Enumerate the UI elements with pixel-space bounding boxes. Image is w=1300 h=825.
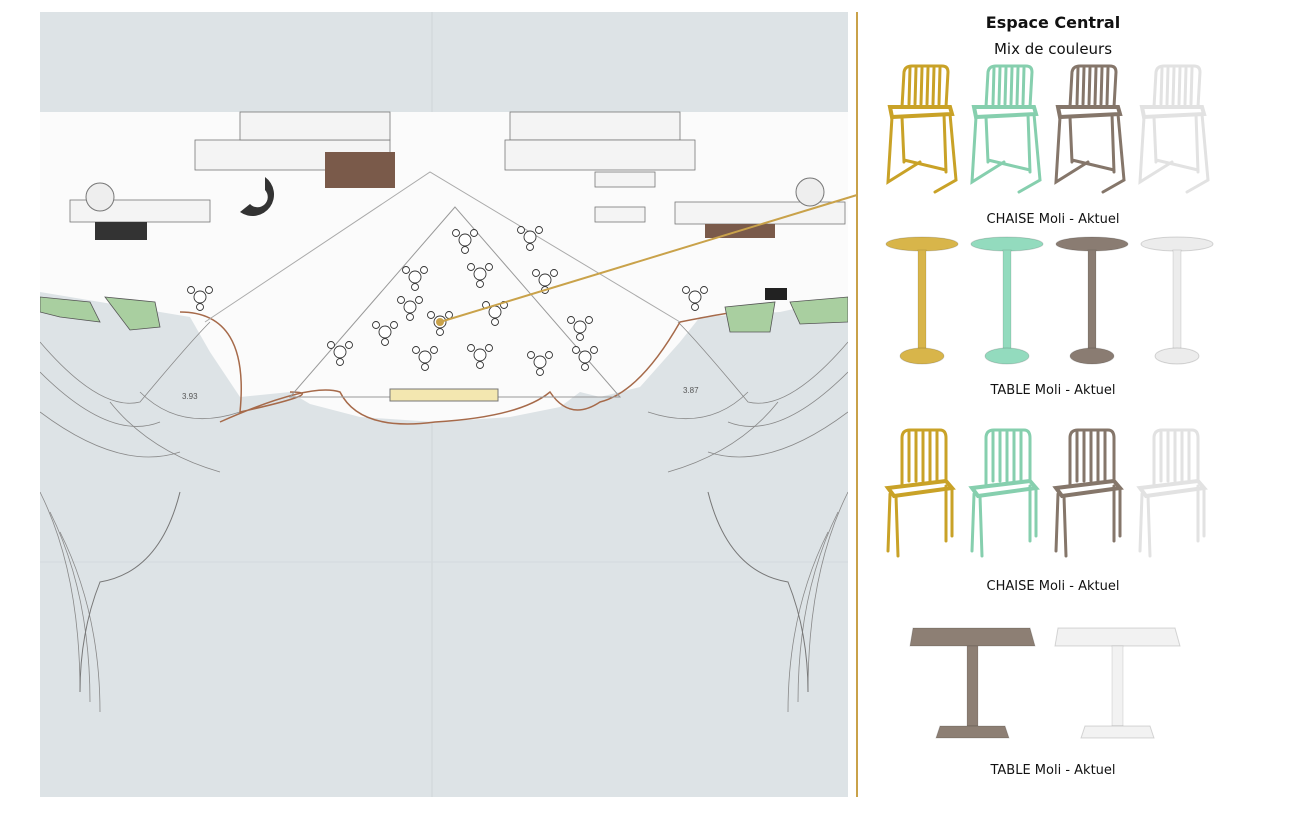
bar-chair-row (880, 62, 1220, 197)
panel-title: Espace Central (985, 13, 1121, 32)
high-table-image (880, 236, 965, 371)
chair-row (880, 426, 1220, 561)
bar-chair-label: CHAISE Moli - Aktuel (986, 212, 1120, 227)
table-cluster (327, 341, 353, 366)
floor-plan: 3.93 3.87 (40, 12, 848, 797)
table-cluster (467, 344, 493, 369)
high-table-image (965, 236, 1050, 371)
bar-chair-image (1048, 62, 1126, 197)
bar-chair-image (964, 62, 1042, 197)
table-cluster (402, 266, 428, 291)
bar-chair-image (1132, 62, 1210, 197)
table-cluster (527, 351, 553, 376)
left-seating-tiers (40, 321, 241, 713)
square-table-image (905, 618, 1040, 748)
bar-counter (389, 388, 499, 402)
square-table-row (905, 618, 1245, 748)
table-cluster (187, 286, 213, 311)
stage-edge (179, 311, 741, 425)
chair-label: CHAISE Moli - Aktuel (986, 579, 1120, 594)
table-cluster (572, 346, 598, 371)
right-seating-tiers (647, 321, 848, 713)
chair-image (964, 426, 1042, 561)
panel-subtitle: Mix de couleurs (993, 40, 1113, 58)
table-cluster (412, 346, 438, 371)
square-table-label: TABLE Moli - Aktuel (990, 763, 1116, 778)
divider-line (856, 12, 858, 797)
table-cluster (372, 321, 398, 346)
bar-chair-image (880, 62, 958, 197)
chair-image (1048, 426, 1126, 561)
dimension-left: 3.93 (182, 392, 198, 401)
square-table-image (1050, 618, 1185, 748)
high-table-image (1050, 236, 1135, 371)
high-table-label: TABLE Moli - Aktuel (990, 383, 1116, 398)
high-table-image (1135, 236, 1220, 371)
chair-image (1132, 426, 1210, 561)
high-table-row (880, 236, 1220, 371)
chair-image (880, 426, 958, 561)
dimension-right: 3.87 (683, 386, 699, 395)
table-cluster (397, 296, 423, 321)
table-clusters (187, 226, 708, 376)
